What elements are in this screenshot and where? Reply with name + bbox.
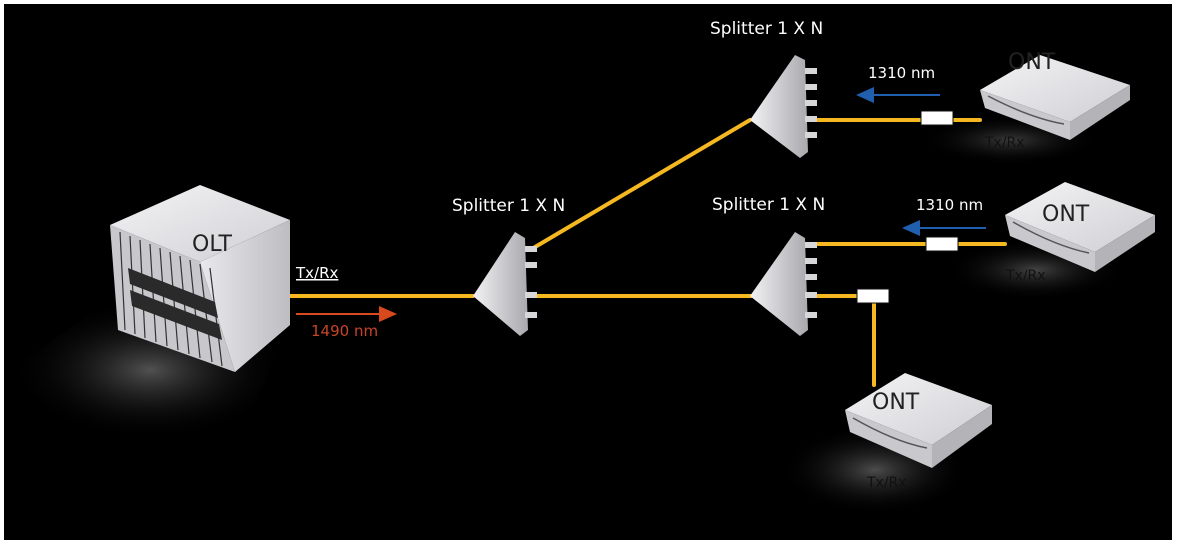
ont-2-wavelength-label: 1310 nm	[916, 196, 983, 214]
olt-label: OLT	[192, 232, 233, 257]
ont-3-interface-label: Tx/Rx	[866, 475, 907, 491]
connector-ont-1	[921, 111, 953, 125]
splitter-2-label: Splitter 1 X N	[710, 19, 823, 39]
ont-1-interface-label: Tx/Rx	[984, 135, 1025, 151]
ont-1-wavelength-label: 1310 nm	[868, 64, 935, 82]
ont-2-interface-label: Tx/Rx	[1005, 268, 1046, 284]
splitter-1-label: Splitter 1 X N	[452, 196, 565, 216]
connector-ont-3	[857, 289, 889, 303]
olt-interface-label: Tx/Rx	[295, 264, 339, 282]
splitter-3-label: Splitter 1 X N	[712, 195, 825, 215]
ont-1-label: ONT	[1008, 50, 1056, 75]
connector-ont-2	[926, 237, 958, 251]
ont-2-label: ONT	[1042, 202, 1090, 227]
downstream-wavelength-label: 1490 nm	[311, 322, 378, 340]
ont-3-label: ONT	[872, 390, 920, 415]
